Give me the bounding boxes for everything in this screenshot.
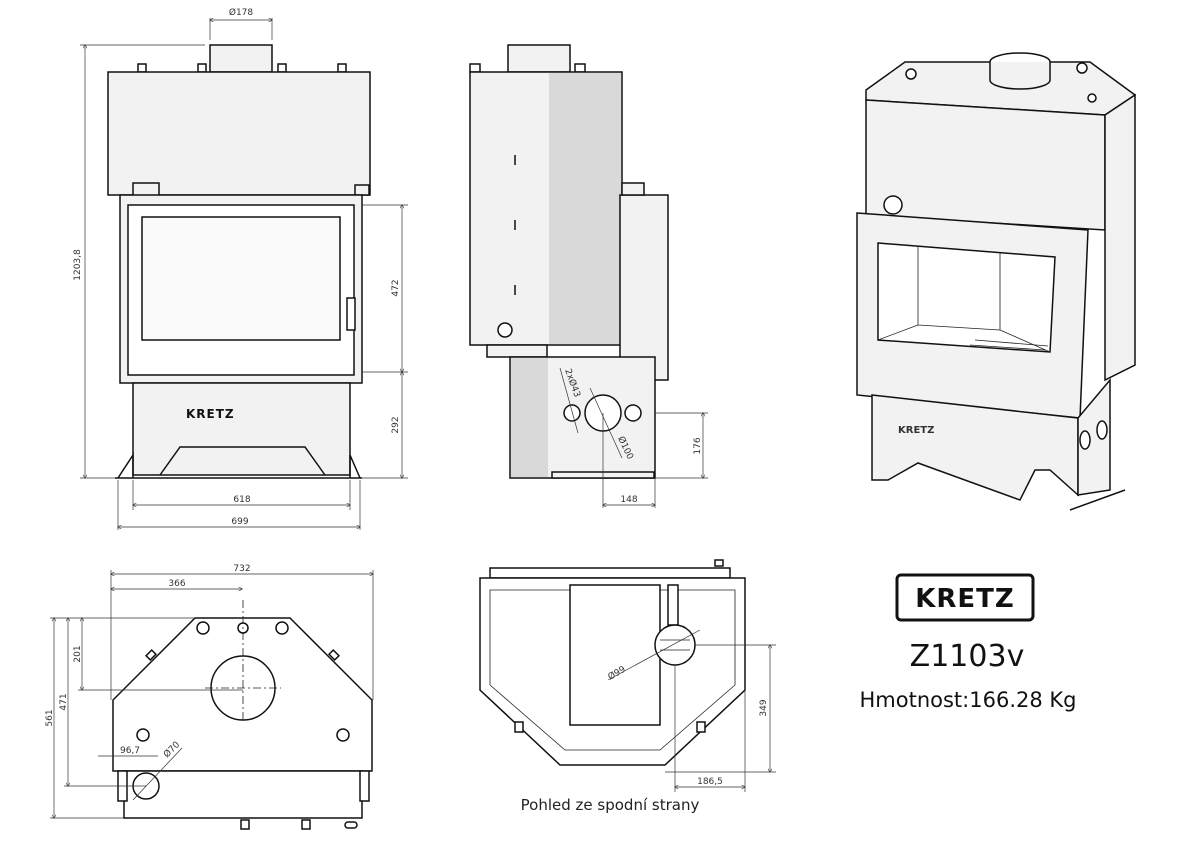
title-block: KRETZ Z1103v Hmotnost:166.28 Kg xyxy=(860,573,1077,712)
dim-flue-depth: 201 xyxy=(73,645,83,662)
dim-door-height: 472 xyxy=(391,279,401,296)
bottom-view-caption: Pohled ze spodní strany xyxy=(521,796,700,814)
dim-base-height: 292 xyxy=(391,416,401,433)
front-view: KRETZ Ø178 1203,8 472 292 618 699 xyxy=(73,7,408,530)
dim-total-depth: 561 xyxy=(45,709,55,726)
dim-flue-diameter: Ø178 xyxy=(229,7,254,18)
heat-exchanger-top xyxy=(107,71,371,196)
front-logo: KRETZ xyxy=(186,407,235,421)
top-view: 732 366 201 471 561 96,7 Ø70 xyxy=(45,564,373,830)
inlet-hole xyxy=(563,404,581,422)
dim-pipe-offset: 96,7 xyxy=(120,746,140,756)
dim-total-width: 699 xyxy=(231,517,248,527)
side-view: 2xØ43 Ø100 176 148 xyxy=(469,44,708,508)
dim-pipe-depth: 471 xyxy=(59,693,69,710)
dim-flue-offset: 366 xyxy=(168,579,185,589)
base xyxy=(132,382,351,476)
dim-bottom-offset: 186,5 xyxy=(697,777,723,787)
brand-logo xyxy=(895,573,1035,622)
dim-base-width: 618 xyxy=(233,495,250,505)
dim-total-height: 1203,8 xyxy=(73,249,83,281)
glass-window xyxy=(141,216,341,341)
inlet-hole xyxy=(624,404,642,422)
flue-pipe xyxy=(209,44,273,73)
isometric-view: KRETZ xyxy=(856,52,1137,511)
bottom-air-inlet xyxy=(654,624,696,666)
bottom-view: Ø99 349 186,5 Pohled ze spodní strany xyxy=(479,559,776,814)
model-name: Z1103v xyxy=(910,639,1025,674)
brand-logo-text: KRETZ xyxy=(915,584,1015,614)
dim-inlet-height: 176 xyxy=(693,437,703,454)
dim-bottom-depth: 349 xyxy=(759,699,769,716)
weight-label: Hmotnost:166.28 Kg xyxy=(860,688,1077,712)
dim-inlet-offset: 148 xyxy=(620,495,637,505)
iso-logo: KRETZ xyxy=(898,425,934,436)
dim-top-width: 732 xyxy=(233,564,250,574)
